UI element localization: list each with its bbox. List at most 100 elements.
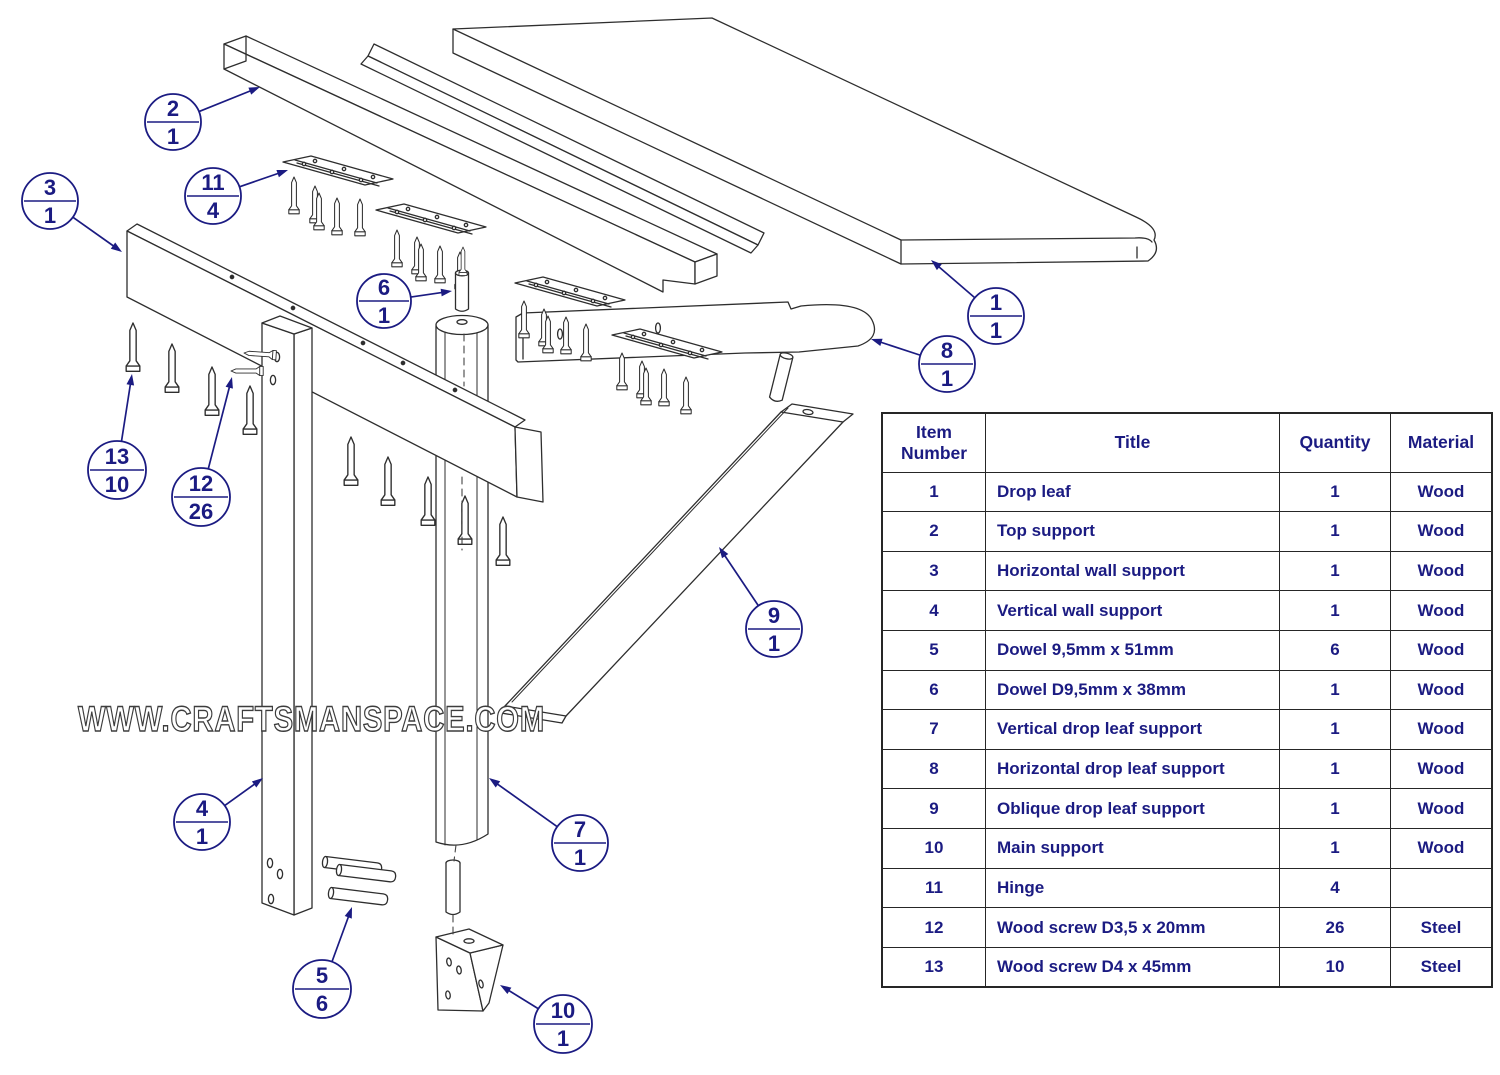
cell-material: Wood <box>1390 748 1493 790</box>
cell-material: Wood <box>1390 709 1493 750</box>
arrowhead-icon <box>225 377 233 389</box>
cell-title: Oblique drop leaf support <box>985 788 1280 829</box>
cell-quantity: 1 <box>1279 788 1391 829</box>
watermark: WWW.CRAFTSMANSPACE.COM <box>78 699 545 739</box>
wood-screw <box>242 385 258 435</box>
balloon-item-number: 3 <box>44 175 56 200</box>
balloon-item-number: 8 <box>941 338 953 363</box>
bar-body <box>504 403 854 717</box>
balloon-quantity: 4 <box>207 198 220 223</box>
cell-material: Wood <box>1390 511 1493 552</box>
hinge <box>514 276 626 308</box>
screw-hole <box>445 990 451 1000</box>
column-header: Material <box>1390 412 1493 473</box>
cell-quantity: 1 <box>1279 471 1391 513</box>
balloon-item-number: 7 <box>574 817 586 842</box>
cell-title: Wood screw D3,5 x 20mm <box>985 907 1280 948</box>
wood-screw <box>331 197 343 236</box>
dowel-51mm <box>335 863 397 883</box>
cell-material: Wood <box>1390 629 1493 671</box>
hinge <box>282 155 394 187</box>
balloon-quantity: 1 <box>167 124 179 149</box>
cell-title: Dowel D9,5mm x 38mm <box>985 669 1280 711</box>
balloon-quantity: 1 <box>941 366 953 391</box>
leader-line <box>207 384 231 470</box>
balloon-quantity: 1 <box>768 631 780 656</box>
balloon-item-number: 5 <box>316 963 328 988</box>
screw-hole <box>456 965 462 975</box>
wood-screw <box>164 343 180 393</box>
cell-quantity: 1 <box>1279 550 1391 592</box>
callout-main-support: 101 <box>500 985 593 1054</box>
leader-line <box>506 988 539 1010</box>
leader-line <box>410 291 445 298</box>
balloon-item-number: 4 <box>196 796 209 821</box>
cell-item: 5 <box>881 629 986 671</box>
screw-hole <box>229 274 235 280</box>
bar-arris <box>511 407 789 703</box>
cell-item: 1 <box>881 471 986 513</box>
callout-vertical-wall-support: 41 <box>173 778 263 851</box>
leader-line <box>936 264 976 299</box>
cell-quantity: 1 <box>1279 709 1391 750</box>
screw-hole <box>400 360 406 366</box>
cell-material: Wood <box>1390 827 1493 869</box>
arrowhead-icon <box>489 778 501 788</box>
arrowhead-icon <box>276 170 288 178</box>
centerlines <box>452 333 465 935</box>
leader-line <box>72 216 116 249</box>
bar-top-edge <box>780 411 844 423</box>
cell-quantity: 1 <box>1279 511 1391 552</box>
column-header: Item Number <box>881 412 986 473</box>
column-header: Title <box>985 412 1280 473</box>
callout-hinge: 114 <box>184 167 288 225</box>
horizontal-wall-support-part <box>126 223 544 503</box>
screw-hole <box>446 957 452 967</box>
screw-hole <box>266 857 274 869</box>
cell-material: Steel <box>1390 907 1493 948</box>
arrowhead-icon <box>871 338 883 346</box>
leader-line <box>722 553 760 607</box>
leader-line <box>224 781 258 807</box>
cell-item: 9 <box>881 788 986 829</box>
cell-title: Top support <box>985 511 1280 552</box>
callout-drop-leaf: 11 <box>931 260 1025 345</box>
cell-title: Vertical drop leaf support <box>985 709 1280 750</box>
dowel-51mm <box>327 886 389 906</box>
cell-quantity: 10 <box>1279 946 1391 988</box>
arrowhead-icon <box>931 260 942 271</box>
cell-item: 6 <box>881 669 986 711</box>
cell-item: 7 <box>881 709 986 750</box>
balloon-item-number: 11 <box>201 170 224 195</box>
wood-screw <box>420 476 436 526</box>
arrowhead-icon <box>344 907 352 919</box>
callout-oblique-drop-leaf-support: 91 <box>719 547 803 658</box>
cell-title: Main support <box>985 827 1280 869</box>
cell-title: Wood screw D4 x 45mm <box>985 946 1280 988</box>
balloon-quantity: 1 <box>44 203 56 228</box>
cell-quantity: 1 <box>1279 748 1391 790</box>
callout-dowel-95-51mm: 56 <box>292 907 352 1019</box>
leader-line <box>878 340 921 357</box>
cell-title: Dowel 9,5mm x 51mm <box>985 629 1280 671</box>
side-face <box>293 327 313 916</box>
slot-hole <box>654 322 662 334</box>
screw-hole <box>452 387 458 393</box>
cell-item: 4 <box>881 590 986 631</box>
callout-horizontal-wall-support: 31 <box>21 172 122 252</box>
screw-hole <box>290 305 296 311</box>
end-face <box>514 426 544 503</box>
hinge <box>375 203 487 235</box>
dowel-on-arm <box>768 352 794 402</box>
